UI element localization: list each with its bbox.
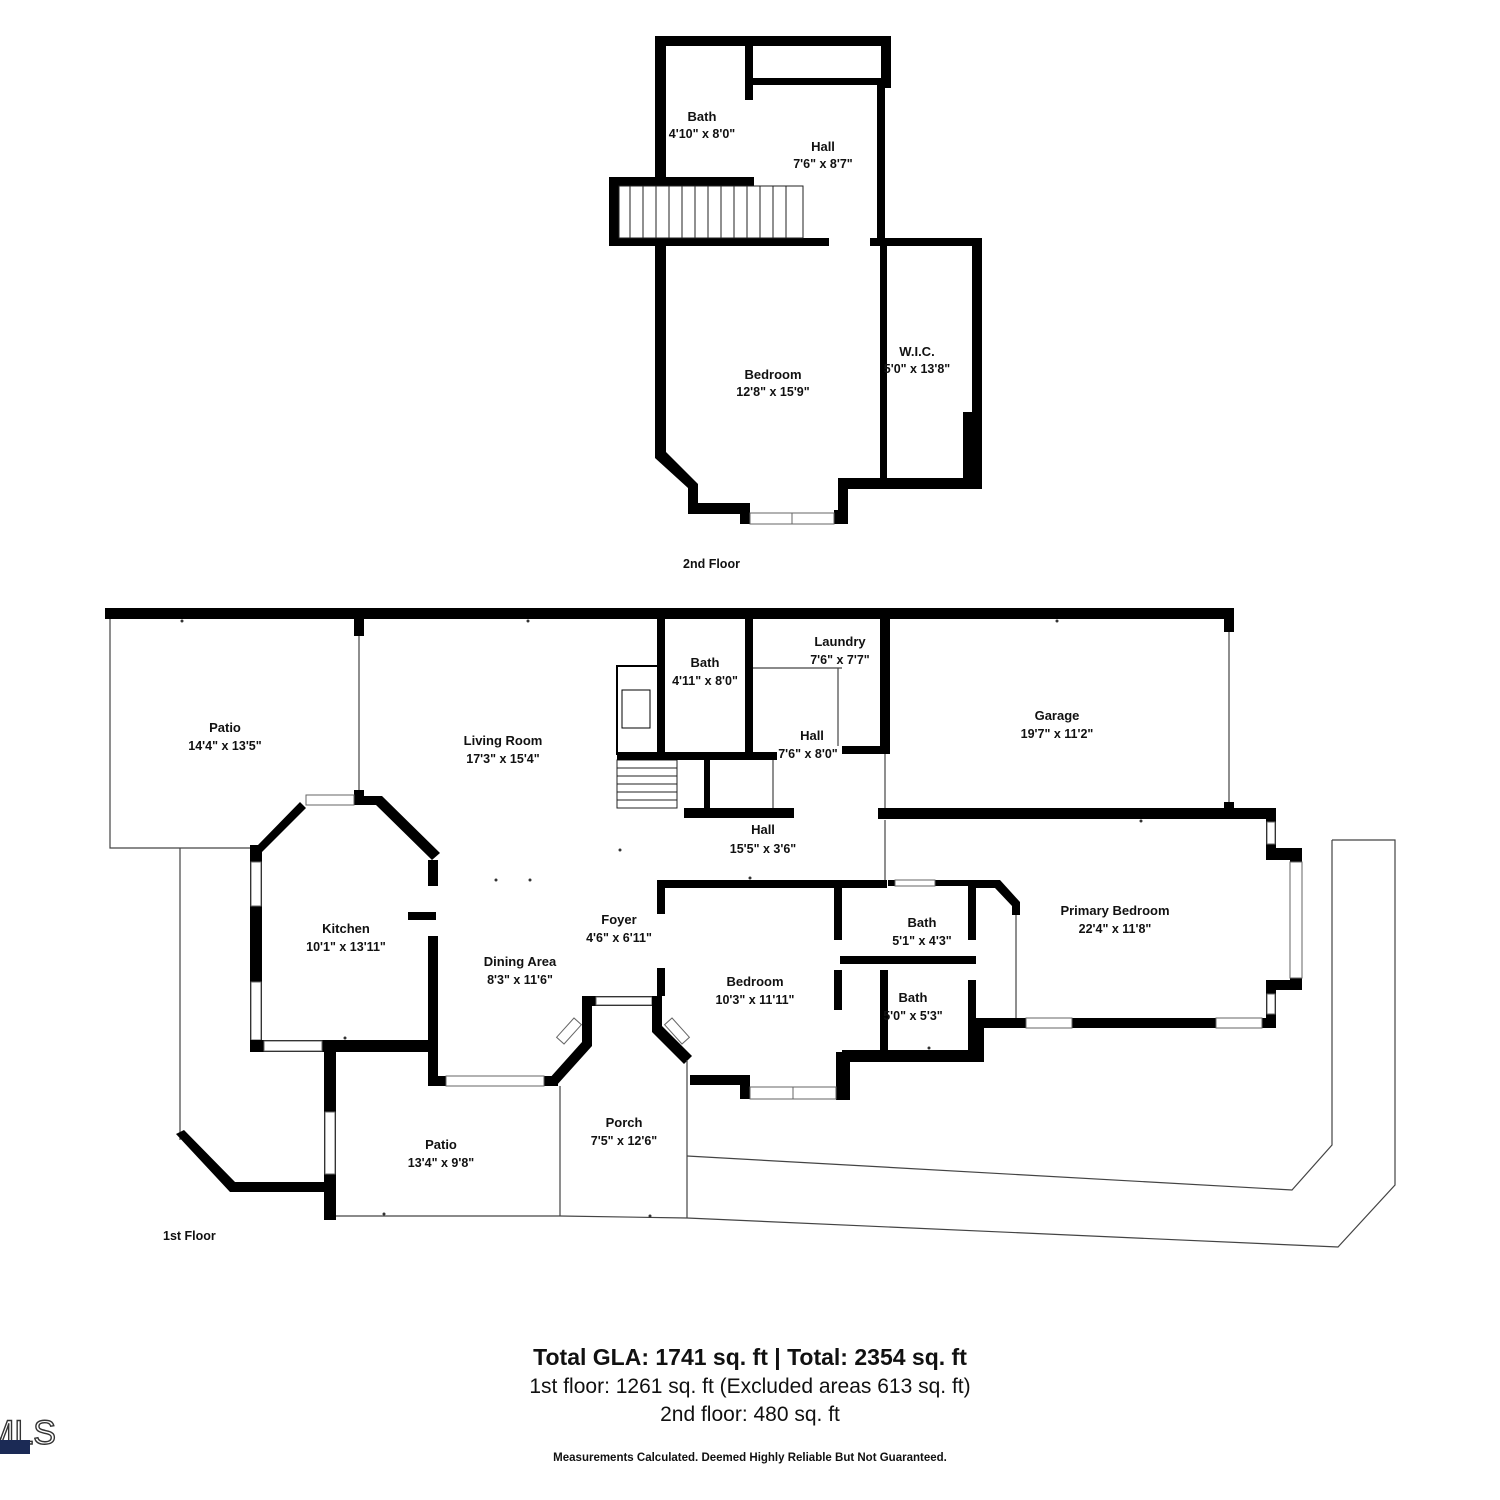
room-dims: 8'3" x 11'6" [487, 973, 553, 987]
room-dims: 4'6" x 6'11" [586, 931, 652, 945]
total-area: Total GLA: 1741 sq. ft | Total: 2354 sq.… [533, 1344, 967, 1370]
room-name: Kitchen [322, 921, 370, 936]
room-name: Living Room [464, 733, 543, 748]
room-dims: 14'4" x 13'5" [188, 739, 261, 753]
room-name: Bath [688, 109, 717, 124]
room-name: Hall [800, 728, 824, 743]
room-name: Bath [691, 655, 720, 670]
room-dims: 13'4" x 9'8" [408, 1156, 475, 1170]
room-dims: 5'1" x 4'3" [892, 934, 952, 948]
room-name: Hall [811, 139, 835, 154]
room-name: Bedroom [726, 974, 783, 989]
first-floor-plan [105, 608, 1396, 1248]
first-floor-labels: Patio 14'4" x 13'5" Living Room 17'3" x … [163, 634, 1170, 1243]
second-floor-area: 2nd floor: 480 sq. ft [660, 1403, 840, 1426]
second-floor-labels: Bath 4'10" x 8'0" Hall 7'6" x 8'7" Bedro… [669, 109, 951, 571]
room-dims: 10'1" x 13'11" [306, 940, 386, 954]
room-dims: 10'3" x 11'11" [716, 993, 795, 1007]
room-dims: 7'6" x 7'7" [810, 653, 870, 667]
second-floor-plan [609, 36, 982, 525]
room-dims: 5'0" x 13'8" [884, 362, 951, 376]
room-name: Dining Area [484, 954, 557, 969]
disclaimer: Measurements Calculated. Deemed Highly R… [553, 1452, 947, 1464]
room-name: Hall [751, 822, 775, 837]
room-dims: 22'4" x 11'8" [1079, 922, 1152, 936]
room-name: W.I.C. [899, 344, 934, 359]
room-dims: 7'5" x 12'6" [591, 1134, 658, 1148]
room-name: Patio [209, 720, 241, 735]
room-dims: 19'7" x 11'2" [1021, 727, 1094, 741]
room-dims: 4'10" x 8'0" [669, 127, 736, 141]
room-dims: 7'6" x 8'0" [778, 747, 838, 761]
room-name: Laundry [814, 634, 866, 649]
room-dims: 12'8" x 15'9" [736, 385, 809, 399]
room-dims: 4'11" x 8'0" [672, 674, 738, 688]
room-name: Bath [899, 990, 928, 1005]
floor-label-1st: 1st Floor [163, 1229, 216, 1243]
room-dims: 7'6" x 8'7" [793, 157, 853, 171]
first-floor-area: 1st floor: 1261 sq. ft (Excluded areas 6… [529, 1375, 971, 1398]
room-name: Patio [425, 1137, 457, 1152]
room-name: Bath [908, 915, 937, 930]
room-name: Foyer [601, 912, 636, 927]
room-name: Bedroom [744, 367, 801, 382]
room-dims: 17'3" x 15'4" [466, 752, 539, 766]
room-dims: 5'0" x 5'3" [883, 1009, 943, 1023]
room-name: Primary Bedroom [1060, 903, 1169, 918]
room-name: Garage [1035, 708, 1080, 723]
room-dims: 15'5" x 3'6" [730, 842, 797, 856]
mls-logo: MLS [0, 1413, 57, 1454]
floor-label-2nd: 2nd Floor [683, 557, 740, 571]
room-name: Porch [606, 1115, 643, 1130]
